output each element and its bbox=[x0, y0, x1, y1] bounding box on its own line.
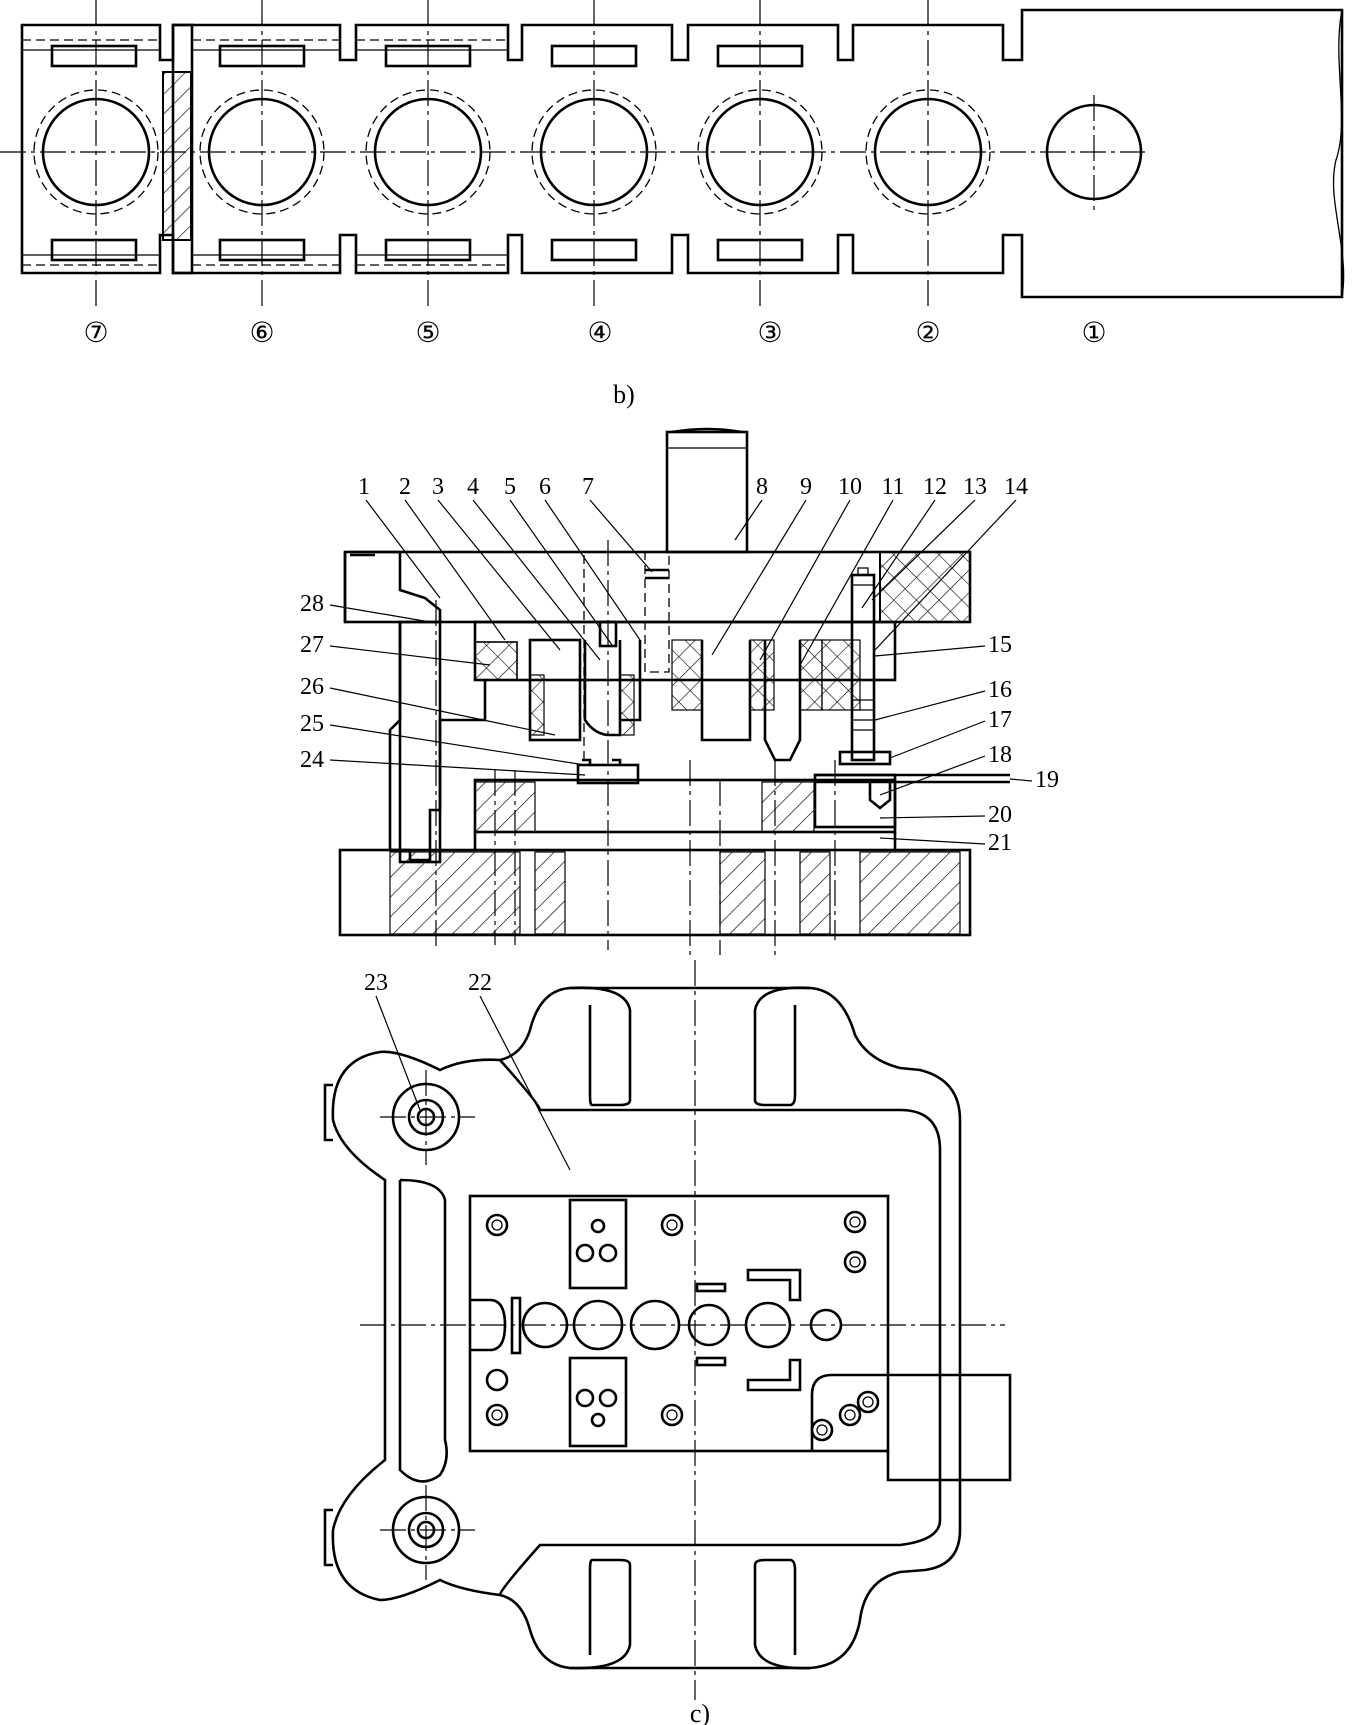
part-label: 10 bbox=[838, 474, 862, 500]
station-label: ⑥ bbox=[249, 316, 274, 349]
scrap-slug bbox=[162, 71, 192, 241]
part-label: 7 bbox=[582, 474, 594, 500]
caption-c: c) bbox=[690, 1699, 710, 1725]
leader-lines bbox=[329, 499, 1033, 1171]
part-label: 23 bbox=[364, 970, 388, 996]
part-label: 6 bbox=[539, 474, 551, 500]
part-label: 13 bbox=[963, 474, 987, 500]
caption-b: b) bbox=[613, 380, 635, 409]
part-label: 21 bbox=[988, 830, 1012, 856]
plate-screws bbox=[485, 1210, 880, 1442]
station-label: ① bbox=[1081, 316, 1106, 349]
die-plate-plan bbox=[468, 1194, 890, 1453]
part-label: 27 bbox=[300, 632, 324, 658]
part-label: 9 bbox=[800, 474, 812, 500]
die-plan-view: c) bbox=[323, 960, 1012, 1725]
feed-table bbox=[810, 1373, 1012, 1482]
part-label: 4 bbox=[467, 474, 479, 500]
station-label: ④ bbox=[587, 316, 612, 349]
die-plate bbox=[473, 778, 897, 834]
part-label: 2 bbox=[399, 474, 411, 500]
part-label: 20 bbox=[988, 802, 1012, 828]
strip-break-line bbox=[1332, 9, 1345, 298]
part-label: 15 bbox=[988, 632, 1012, 658]
strip-layout: ⑦ ⑥ ⑤ ④ ③ ② ① b) bbox=[0, 0, 1345, 409]
part-label: 16 bbox=[988, 677, 1012, 703]
part-label: 12 bbox=[923, 474, 947, 500]
part-label: 17 bbox=[988, 707, 1012, 733]
die-set-outline bbox=[331, 986, 962, 1670]
part-label: 3 bbox=[432, 474, 444, 500]
station-label: ⑦ bbox=[83, 316, 108, 349]
part-label: 8 bbox=[756, 474, 768, 500]
part-label: 5 bbox=[504, 474, 516, 500]
part-label: 1 bbox=[358, 474, 370, 500]
station-label: ② bbox=[915, 316, 940, 349]
station-label: ⑤ bbox=[415, 316, 440, 349]
part-label: 25 bbox=[300, 711, 324, 737]
die-section-view bbox=[338, 427, 1010, 955]
part-number-labels: 1 2 3 4 5 6 7 8 9 10 11 12 13 14 15 16 1… bbox=[300, 474, 1059, 996]
part-label: 26 bbox=[300, 674, 324, 700]
die-holes bbox=[470, 1268, 843, 1392]
station-label: ③ bbox=[757, 316, 782, 349]
part-label: 11 bbox=[881, 474, 904, 500]
part-label: 14 bbox=[1004, 474, 1028, 500]
part-label: 24 bbox=[300, 747, 324, 773]
lower-die-shoe bbox=[338, 848, 972, 937]
strip-centerlines bbox=[0, 0, 1145, 310]
part-label: 18 bbox=[988, 742, 1012, 768]
shank bbox=[665, 430, 749, 554]
part-label: 19 bbox=[1035, 767, 1059, 793]
punches bbox=[528, 638, 861, 762]
part-label: 22 bbox=[468, 970, 492, 996]
part-label: 28 bbox=[300, 591, 324, 617]
